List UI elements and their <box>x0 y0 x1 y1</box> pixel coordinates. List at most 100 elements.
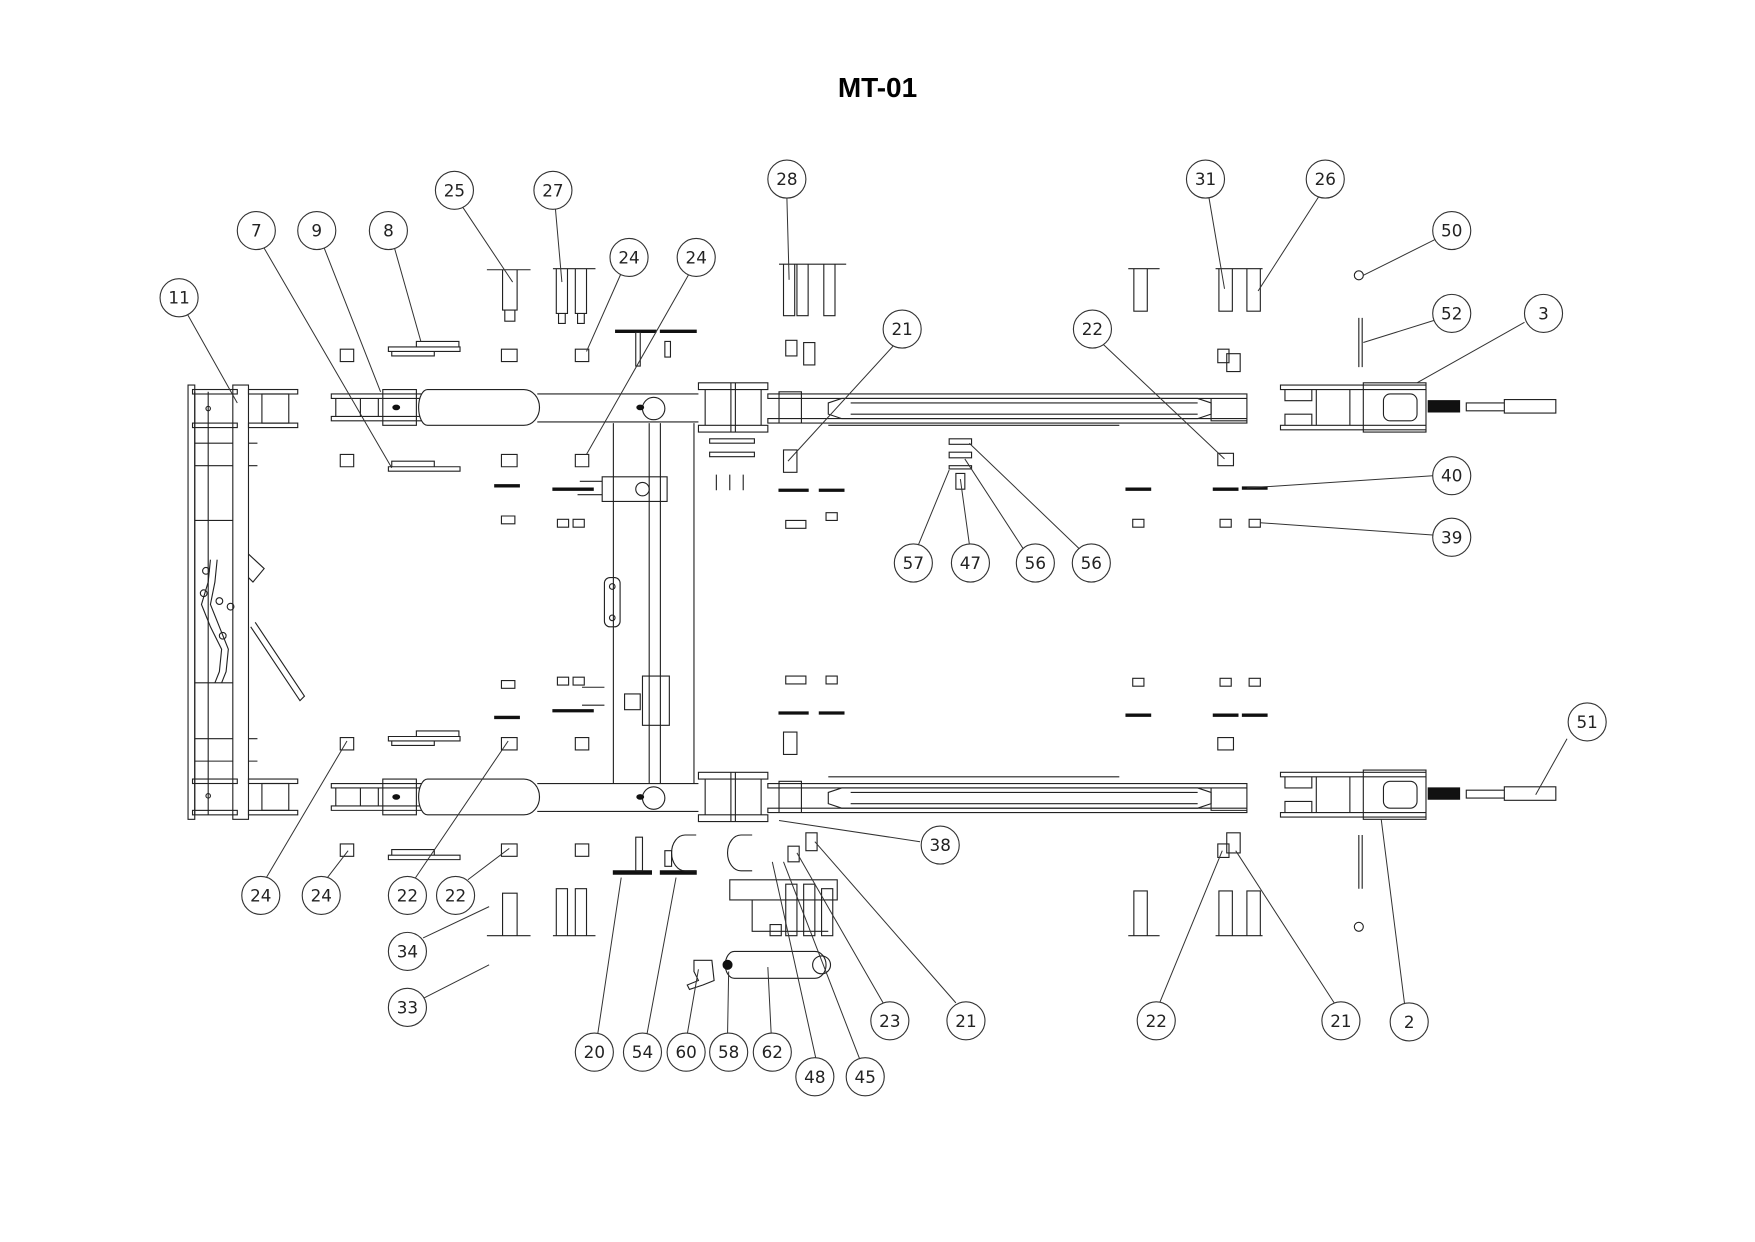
balloon-circle <box>533 170 573 210</box>
callout-number: 50 <box>1441 221 1462 241</box>
callout-balloon[interactable]: 28 <box>767 159 807 199</box>
callout-number: 7 <box>251 221 262 241</box>
callout-balloon[interactable]: 34 <box>387 931 428 971</box>
callout-number: 21 <box>891 319 912 339</box>
callout-number: 45 <box>855 1067 876 1087</box>
callout-balloon[interactable]: 22 <box>435 875 476 916</box>
callout-balloon[interactable]: 51 <box>1567 702 1607 742</box>
callout-balloon[interactable]: 11 <box>159 278 199 318</box>
balloon-circle <box>241 875 281 916</box>
balloon-circle <box>1432 456 1472 496</box>
callout-balloon[interactable]: 57 <box>893 543 933 583</box>
callout-balloon[interactable]: 3 <box>1523 293 1564 333</box>
balloon-circle <box>387 931 428 971</box>
callout-balloon[interactable]: 24 <box>301 875 341 916</box>
callout-number: 27 <box>542 180 563 200</box>
callout-balloon[interactable]: 7 <box>236 210 276 251</box>
callout-number: 22 <box>397 885 418 905</box>
callout-balloon[interactable]: 22 <box>1072 309 1113 349</box>
balloon-circle <box>236 210 276 251</box>
callout-number: 22 <box>1146 1011 1167 1031</box>
callout-balloon[interactable]: 60 <box>666 1032 706 1072</box>
callout-balloon[interactable]: 21 <box>946 1001 986 1041</box>
callout-balloon[interactable]: 47 <box>950 543 991 583</box>
balloon-circle <box>882 309 922 349</box>
balloon-circle <box>946 1001 986 1041</box>
callout-balloon[interactable]: 24 <box>241 875 281 916</box>
callout-balloon[interactable]: 38 <box>920 825 960 865</box>
callout-balloon[interactable]: 26 <box>1305 159 1345 199</box>
callout-balloon[interactable]: 9 <box>297 210 337 251</box>
leader-lines <box>186 196 1568 1060</box>
callout-balloon[interactable]: 27 <box>533 170 573 210</box>
callout-balloon[interactable]: 24 <box>676 237 716 278</box>
callout-balloon[interactable]: 8 <box>368 210 408 251</box>
callout-number: 33 <box>397 997 418 1017</box>
balloon-circle <box>1071 543 1111 583</box>
callout-number: 48 <box>804 1067 825 1087</box>
balloon-circle <box>387 875 428 916</box>
callout-number: 54 <box>632 1042 653 1062</box>
callout-balloon[interactable]: 50 <box>1432 210 1472 251</box>
callout-number: 20 <box>584 1042 605 1062</box>
callout-number: 21 <box>1330 1011 1351 1031</box>
callout-number: 26 <box>1315 169 1336 189</box>
callout-number: 34 <box>397 941 418 961</box>
callout-number: 24 <box>250 885 271 905</box>
callout-number: 11 <box>168 288 189 308</box>
balloon-circle <box>622 1032 663 1072</box>
callout-number: 62 <box>762 1042 783 1062</box>
callout-number: 51 <box>1576 712 1597 732</box>
callout-balloon[interactable]: 33 <box>387 987 428 1027</box>
callout-balloon[interactable]: 22 <box>1136 1001 1176 1041</box>
balloon-circle <box>767 159 807 199</box>
callout-balloon[interactable]: 2 <box>1389 1002 1429 1042</box>
callout-balloon[interactable]: 21 <box>882 309 922 349</box>
balloon-circle <box>1185 159 1226 199</box>
balloon-circle <box>1321 1001 1361 1041</box>
callout-balloon[interactable]: 52 <box>1432 293 1472 333</box>
balloon-circle <box>368 210 408 251</box>
callout-number: 60 <box>675 1042 696 1062</box>
callout-balloon[interactable]: 40 <box>1432 456 1472 496</box>
balloon-circle <box>1389 1002 1429 1042</box>
right-end-yokes <box>1279 270 1557 932</box>
callout-number: 56 <box>1025 553 1046 573</box>
balloon-circle <box>297 210 337 251</box>
balloon-circle <box>1567 702 1607 742</box>
callout-number: 31 <box>1195 169 1216 189</box>
cross-members <box>577 423 695 784</box>
drawing-title: MT-01 <box>837 72 918 103</box>
balloon-circle <box>1432 293 1472 333</box>
callout-balloon[interactable]: 45 <box>845 1057 885 1097</box>
callout-number: 47 <box>960 553 981 573</box>
callout-balloon[interactable]: 31 <box>1185 159 1226 199</box>
end-frame-part <box>187 384 306 820</box>
callout-balloon[interactable]: 54 <box>622 1032 663 1072</box>
balloon-circle <box>1432 210 1472 251</box>
balloon-circle <box>609 237 649 278</box>
callout-number: 22 <box>445 885 466 905</box>
callout-balloon[interactable]: 25 <box>434 170 475 210</box>
callout-balloon[interactable]: 58 <box>709 1032 749 1072</box>
callout-balloon[interactable]: 20 <box>574 1032 614 1072</box>
balloon-circle <box>1136 1001 1176 1041</box>
callout-balloon[interactable]: 24 <box>609 237 649 278</box>
balloon-circle <box>709 1032 749 1072</box>
callout-balloon[interactable]: 56 <box>1015 543 1055 583</box>
callout-number: 40 <box>1441 466 1462 486</box>
balloon-circle <box>950 543 991 583</box>
balloon-circle <box>893 543 933 583</box>
callout-balloon[interactable]: 48 <box>795 1057 835 1097</box>
callout-balloon[interactable]: 39 <box>1432 517 1472 557</box>
callout-number: 2 <box>1404 1012 1415 1032</box>
callout-balloon[interactable]: 22 <box>387 875 428 916</box>
square-plates <box>339 348 1241 858</box>
balloon-circle <box>1072 309 1113 349</box>
callout-balloon[interactable]: 56 <box>1071 543 1111 583</box>
callout-balloon[interactable]: 62 <box>752 1032 792 1072</box>
callout-balloon[interactable]: 23 <box>870 1001 910 1041</box>
callout-balloon[interactable]: 21 <box>1321 1001 1361 1041</box>
callout-number: 52 <box>1441 303 1462 323</box>
